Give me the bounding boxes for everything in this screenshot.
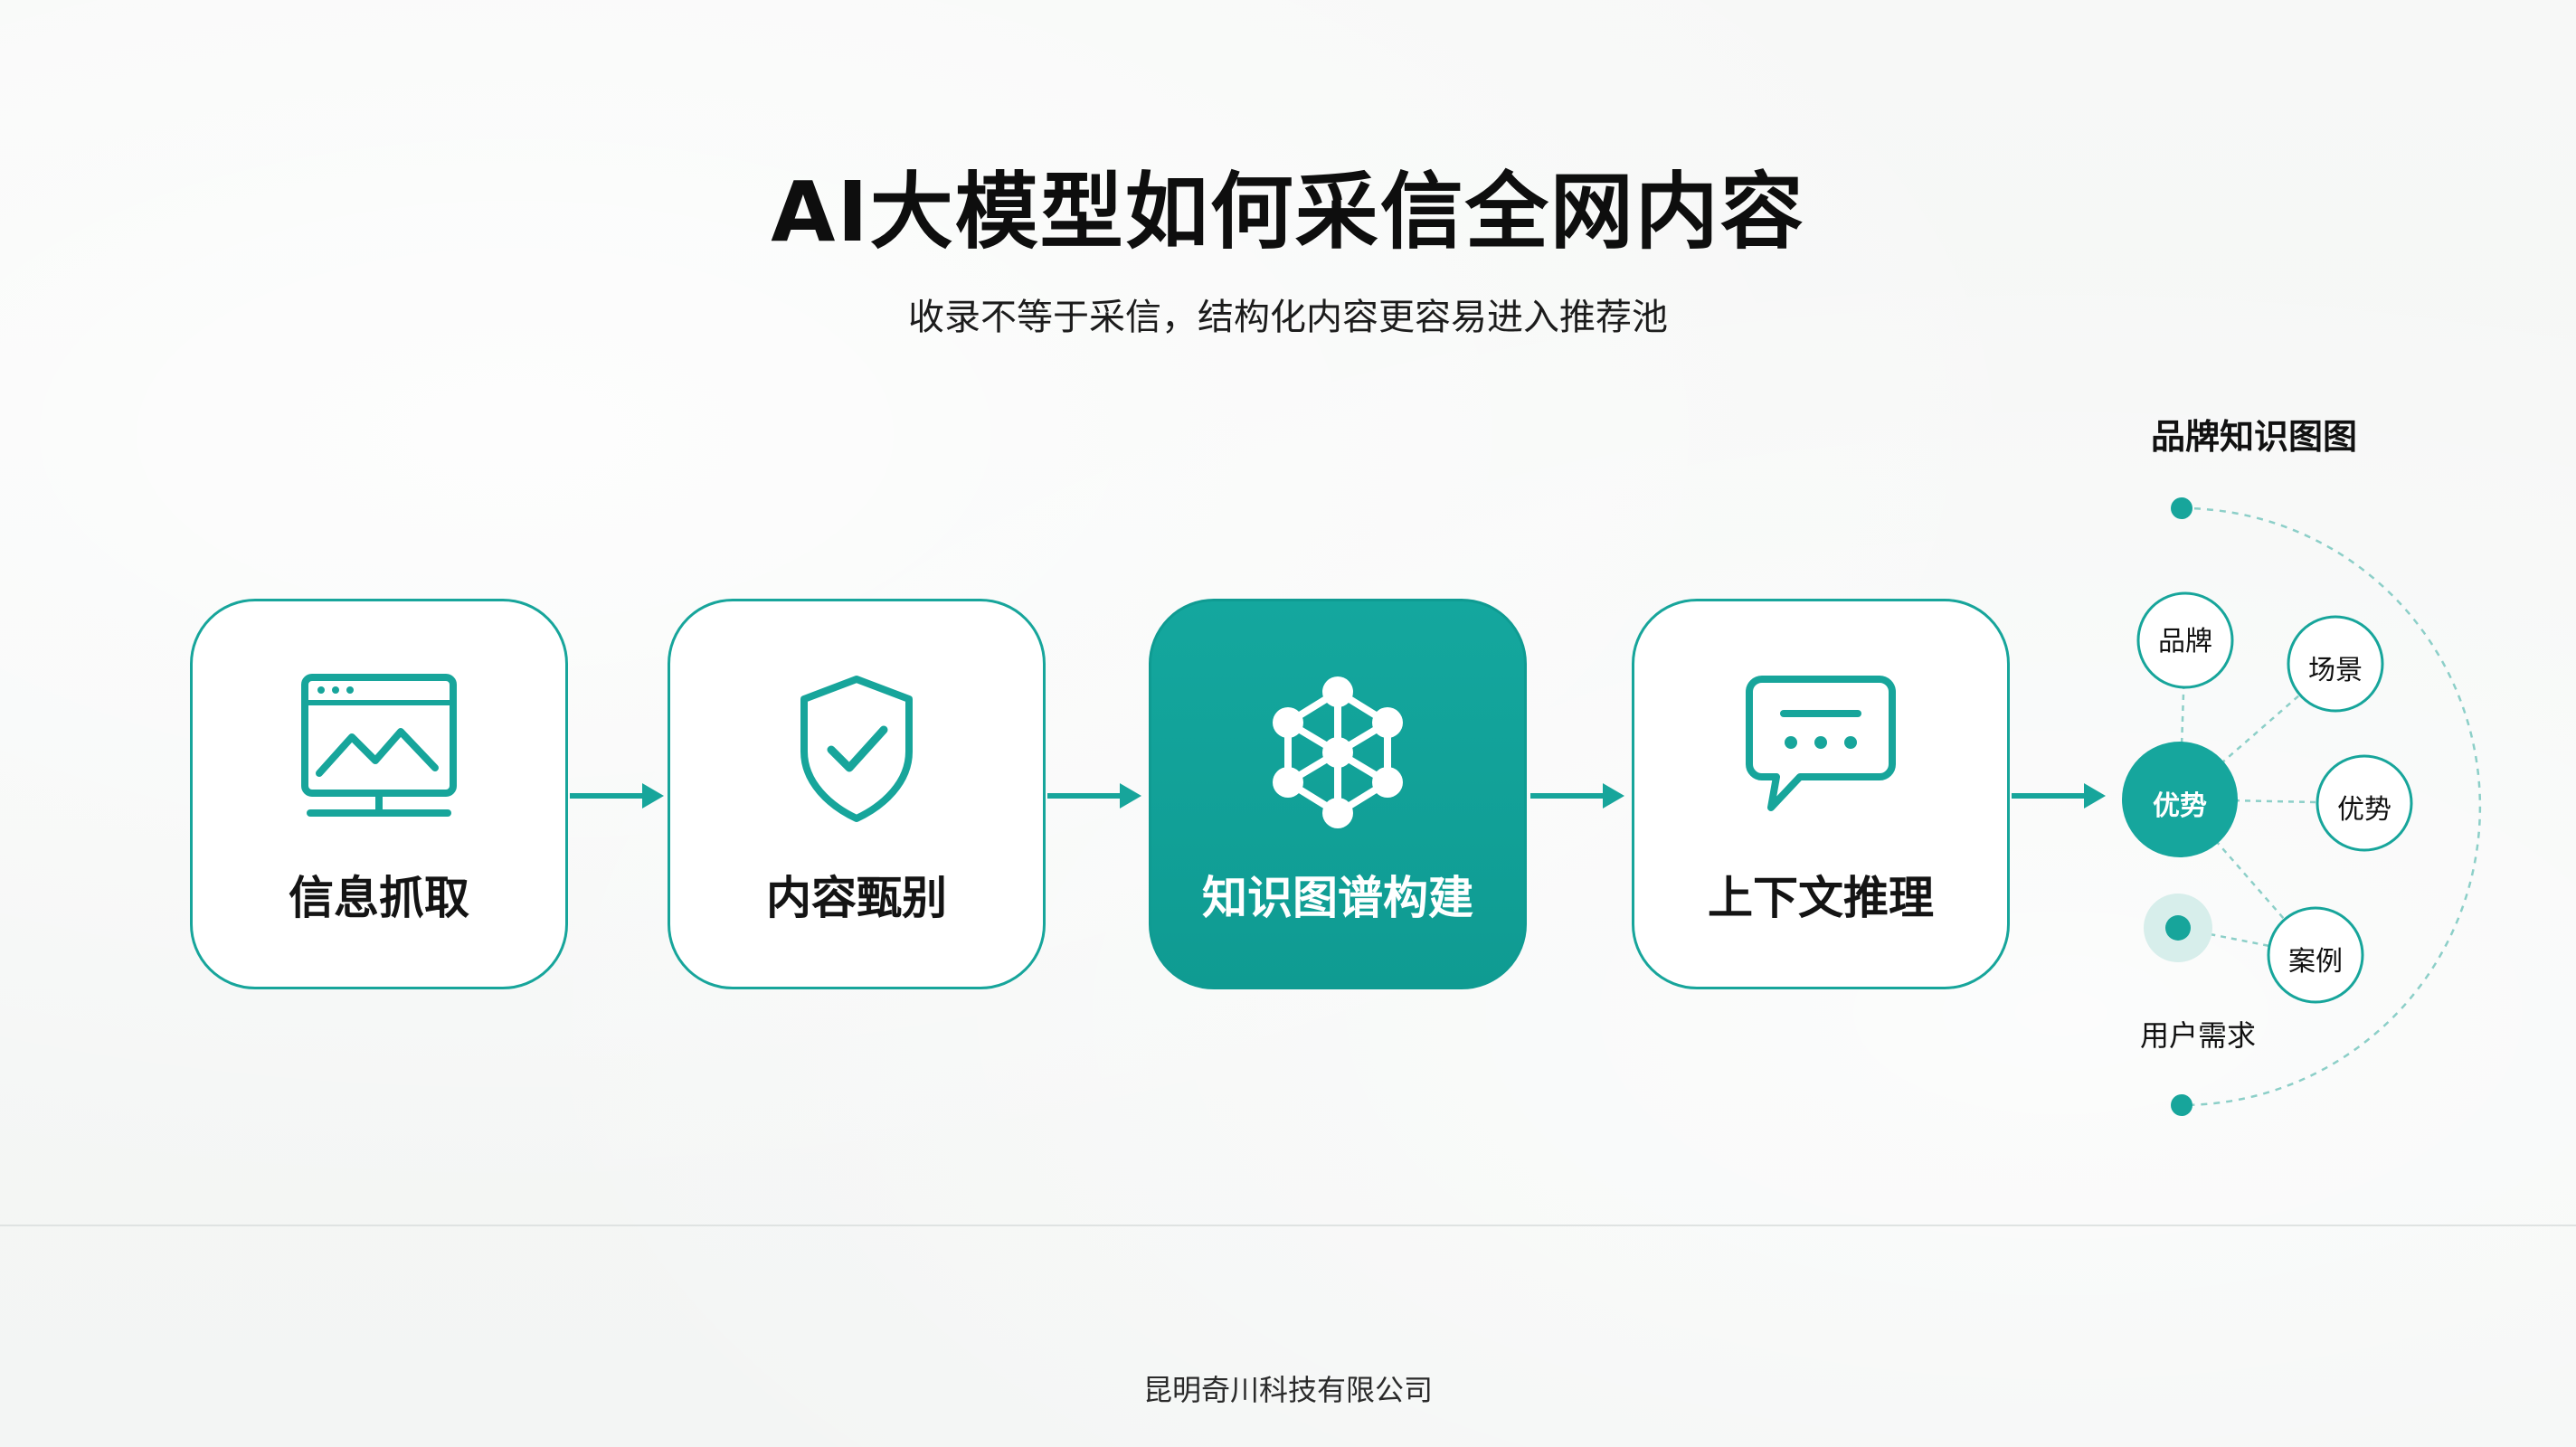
- graph-node-label: 优势: [2337, 794, 2391, 826]
- arrow-right-icon: [1047, 783, 1141, 809]
- step-label: 知识图谱构建: [1202, 872, 1473, 924]
- arrow-right-icon: [2012, 783, 2106, 809]
- knowledge-graph: [2122, 497, 2482, 1116]
- molecule-network-icon: [1151, 672, 1524, 838]
- step-card-crawl: 信息抓取: [190, 599, 568, 989]
- step-label: 上下文推理: [1708, 872, 1934, 924]
- page-subtitle: 收录不等于采信，结构化内容更容易进入推荐池: [908, 297, 1668, 338]
- knowledge-graph-title: 品牌知识图图: [2151, 417, 2358, 457]
- footer-company: 昆明奇川科技有限公司: [1142, 1373, 1433, 1407]
- graph-node-user-need: [2165, 915, 2191, 941]
- divider: [0, 1225, 2576, 1226]
- graph-node-advantage: [2316, 754, 2413, 852]
- graph-endpoint-dot: [2171, 497, 2192, 519]
- graph-node-label: 场景: [2308, 655, 2363, 686]
- graph-node-case: [2267, 906, 2364, 1004]
- shield-check-icon: [670, 672, 1043, 829]
- arrow-right-icon: [1530, 783, 1624, 809]
- graph-center-label: 优势: [2153, 790, 2207, 822]
- graph-node-scenario: [2287, 615, 2384, 713]
- graph-node-brand: [2136, 591, 2234, 689]
- graph-node-label: 案例: [2288, 946, 2343, 978]
- graph-node-label: 品牌: [2158, 626, 2212, 657]
- step-card-reasoning: 上下文推理: [1632, 599, 2010, 989]
- step-label: 内容甄别: [766, 872, 947, 924]
- graph-node-center: [2122, 742, 2238, 857]
- arrow-right-icon: [570, 783, 664, 809]
- graph-endpoint-dot: [2171, 1094, 2192, 1116]
- user-need-label: 用户需求: [2140, 1018, 2257, 1053]
- step-label: 信息抓取: [289, 872, 469, 924]
- step-card-verify: 内容甄别: [668, 599, 1046, 989]
- step-card-knowledge-graph: 知识图谱构建: [1149, 599, 1527, 989]
- page-title: AI大模型如何采信全网内容: [771, 164, 1805, 260]
- chat-bubble-icon: [1634, 672, 2007, 820]
- browser-chart-icon: [193, 672, 565, 824]
